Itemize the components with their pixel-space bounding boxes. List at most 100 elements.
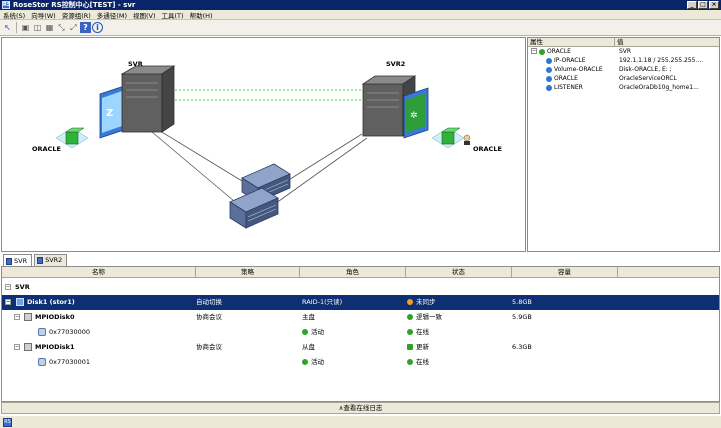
row-status: 在线 [416,358,429,366]
storage-link [271,137,368,207]
menu-resource-group[interactable]: 资源组(R) [61,11,91,20]
table-row[interactable]: 0x77030000 活动 在线 [2,325,719,340]
mpio-disk-icon [24,343,32,351]
property-value: SVR [619,48,632,55]
resource-label-oracle: ORACLE [32,145,61,153]
close-button[interactable]: × [709,1,719,9]
table-row[interactable]: − MPIODisk1 协商会议 从盘 更新 6.3GB [2,340,719,355]
tab-svr2[interactable]: SVR2 [34,254,68,266]
collapse-icon[interactable]: − [14,314,20,320]
tab-svr[interactable]: SVR [3,254,33,267]
help-book-icon[interactable]: ? [80,22,91,33]
mpio-disk-icon [24,313,32,321]
disk-grid: 名称 策略 角色 状态 容量 − SVR − Disk1 (stor1) 自动切… [1,266,720,402]
property-value-header[interactable]: 值 [617,38,624,46]
storage-array-icon[interactable] [229,187,279,229]
column-header-capacity[interactable]: 容量 [512,267,618,278]
zoom-out-icon[interactable]: ⤡ [58,22,65,32]
ok-status-icon [407,359,413,365]
server-icon[interactable]: ▣ [21,23,30,32]
property-name: ORACLE [554,75,578,82]
menu-tools[interactable]: 工具(T) [161,11,184,20]
property-row[interactable]: Volume-ORACLE Disk-ORACLE, E: ; [528,65,719,74]
properties-header: 属性 值 [528,38,719,47]
row-role: RAID-1(只读) [302,298,343,306]
row-capacity: 5.9GB [512,313,532,321]
minimize-button[interactable]: _ [687,1,697,9]
table-row[interactable]: − Disk1 (stor1) 自动切换 RAID-1(只读) 未同步 5.8G… [2,295,719,310]
toolbar-separator [16,22,17,33]
status-bar: RS [0,415,721,428]
menu-wizard[interactable]: 向导(W) [31,11,56,20]
pointer-icon[interactable]: ↖ [4,23,11,32]
tab-label: SVR [14,256,28,265]
maximize-button[interactable]: □ [698,1,708,9]
collapse-icon[interactable]: − [531,48,537,54]
topology-diagram: Z ✲ [55,65,471,229]
collapse-icon[interactable]: − [5,284,11,290]
property-name: IP-ORACLE [554,57,586,64]
menu-system[interactable]: 系统(S) [3,11,26,20]
cluster-icon[interactable]: ▦ [45,23,54,32]
app-icon: RS [2,1,11,9]
menu-view[interactable]: 视图(V) [132,11,156,20]
row-name: MPIODisk0 [35,313,75,321]
topology-canvas[interactable]: Z ✲ [1,37,526,252]
update-status-icon [407,344,413,350]
node-label-svr2: SVR2 [386,60,406,68]
properties-panel: 属性 值 − ORACLE SVR IP-ORACLE 192.1.1.18 /… [527,37,720,252]
property-value: 192.1.1.18 / 255.255.255.... [619,57,704,64]
resource-label-oracle: ORACLE [473,145,502,153]
table-row[interactable]: − MPIODisk0 协商会议 主盘 逻辑一致 5.9GB [2,310,719,325]
resource-oracle-icon[interactable] [55,127,89,149]
group-row[interactable]: − SVR [2,280,719,295]
row-name: Disk1 (stor1) [27,298,75,306]
collapse-icon[interactable]: − [5,299,11,305]
row-name: MPIODisk1 [35,343,75,351]
svg-text:Z: Z [106,108,113,119]
table-row[interactable]: 0x77030001 活动 在线 [2,355,719,370]
column-header-policy[interactable]: 策略 [196,267,300,278]
column-header-name[interactable]: 名称 [2,267,196,278]
column-header-role[interactable]: 角色 [300,267,406,278]
property-name-header[interactable]: 属性 [528,38,615,46]
property-row[interactable]: ORACLE OracleServiceORCL [528,74,719,83]
ok-status-icon [302,359,308,365]
column-header-status[interactable]: 状态 [406,267,512,278]
resource-oracle-icon[interactable] [431,127,471,149]
property-row[interactable]: − ORACLE SVR [528,47,719,56]
ok-status-icon [302,329,308,335]
server-svr-icon[interactable]: Z [99,65,176,139]
storage-link [286,133,363,182]
collapse-icon[interactable]: − [14,344,20,350]
path-icon [38,328,46,336]
app-status-icon: RS [3,418,12,427]
menu-help[interactable]: 帮助(H) [189,11,213,20]
property-row[interactable]: IP-ORACLE 192.1.1.18 / 255.255.255.... [528,56,719,65]
storage-link [151,131,235,202]
warning-status-icon [407,299,413,305]
property-name: Volume-ORACLE [554,66,603,73]
menu-multipath[interactable]: 多通径(M) [96,11,127,20]
row-role: 主盘 [302,313,315,321]
row-role: 活动 [311,328,324,336]
disk-icon[interactable]: ◫ [33,23,42,32]
row-status: 逻辑一致 [416,313,442,321]
row-name: 0x77030000 [49,328,91,336]
server-svr2-icon[interactable]: ✲ [361,75,429,139]
path-icon [38,358,46,366]
property-name: LISTENER [554,84,583,91]
ip-resource-icon [546,57,552,64]
property-row[interactable]: LISTENER OracleOraDb10g_home1... [528,83,719,92]
info-icon[interactable]: i [92,22,103,33]
row-name: 0x77030001 [49,358,91,366]
zoom-in-icon[interactable]: ⤢ [70,22,77,32]
view-online-log-button[interactable]: ∧查看在线日志 [1,402,720,414]
row-status: 在线 [416,328,429,336]
row-policy: 自动切换 [196,298,222,306]
property-name: ORACLE [547,48,571,55]
toolbar: ↖ ▣ ◫ ▦ ⤡ ⤢ ? i [0,20,721,36]
property-value: OracleServiceORCL [619,75,677,82]
row-capacity: 5.8GB [512,298,532,306]
service-resource-icon [546,75,552,82]
